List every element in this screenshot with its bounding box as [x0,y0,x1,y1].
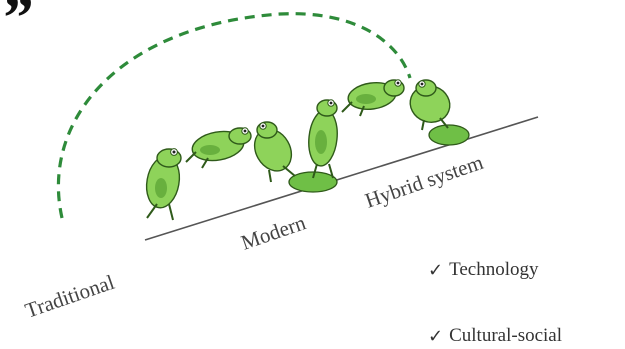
checklist-item-technology: ✓ Technology [428,259,539,281]
frog-5 [341,79,405,117]
closing-quote-mark: ” [0,0,32,53]
checklist-label: Technology [449,259,539,280]
frog-6 [409,79,451,131]
checklist-item-cultural-social: ✓ Cultural-social [428,325,562,347]
checklist-label: Cultural-social [449,325,563,346]
lily-pad-1 [288,171,338,193]
check-icon: ✓ [428,325,444,347]
check-icon: ✓ [428,259,444,281]
dashed-arc [56,12,412,219]
frog-1 [145,148,182,221]
lily-pad-2 [428,124,470,146]
frog-4 [308,99,338,179]
frog-3 [253,121,296,183]
frog-2 [185,127,252,169]
baseline-line [144,116,539,241]
